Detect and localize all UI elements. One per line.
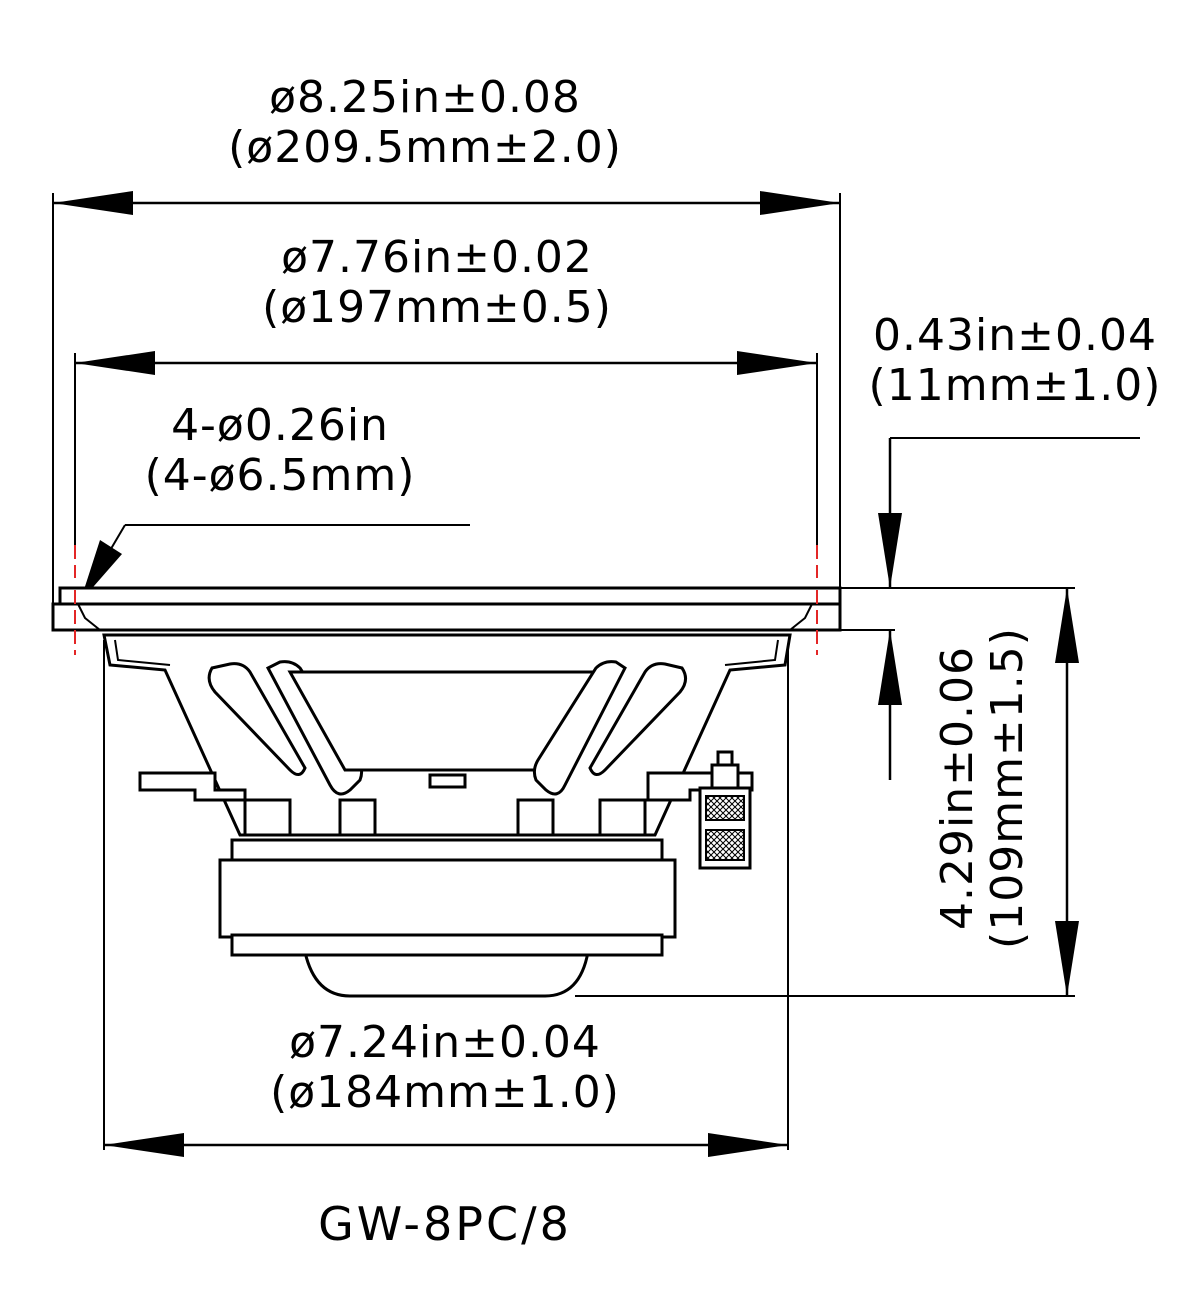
overall-diameter-dimension: ø8.25in±0.08 (ø209.5mm±2.0) [52, 72, 841, 630]
terminal-screw-head [716, 750, 734, 767]
flange-thickness-in: 0.43in±0.04 [873, 310, 1157, 361]
flange-thickness-dimension: 0.43in±0.04 (11mm±1.0) [840, 310, 1162, 780]
mounting-diameter-mm: (ø197mm±0.5) [262, 282, 612, 333]
arrow-left-icon [75, 351, 155, 375]
arrow-up-icon [1055, 588, 1079, 663]
basket-leg [243, 798, 292, 837]
basket-window [588, 662, 687, 776]
arrow-right-icon [708, 1133, 788, 1157]
speaker-side-view [51, 586, 842, 998]
overall-diameter-mm: (ø209.5mm±2.0) [228, 122, 622, 173]
arrow-up-icon [878, 630, 902, 705]
arrow-left-icon [53, 191, 133, 215]
hole-centerlines [74, 545, 818, 655]
center-tab [428, 773, 467, 789]
flange [51, 602, 842, 632]
basket-window [207, 662, 307, 776]
cutout-diameter-dimension: ø7.24in±0.04 (ø184mm±1.0) [103, 640, 789, 1157]
magnet [218, 858, 677, 939]
hole-size-mm: (4-ø6.5mm) [145, 450, 416, 501]
flange-top [58, 586, 842, 606]
arrow-right-icon [760, 191, 840, 215]
basket-window [532, 660, 627, 796]
basket-leg [598, 798, 647, 837]
basket-leg [338, 798, 377, 837]
mounting-bracket [138, 771, 247, 802]
terminal-screw [710, 763, 740, 790]
pole-cap [303, 950, 590, 998]
mounting-diameter-in: ø7.76in±0.02 [281, 232, 593, 283]
depth-mm: (109mm±1.5) [982, 627, 1033, 949]
hole-callout: 4-ø0.26in (4-ø6.5mm) [80, 400, 470, 602]
cutout-diameter-mm: (ø184mm±1.0) [270, 1067, 620, 1118]
overall-diameter-in: ø8.25in±0.08 [269, 72, 581, 123]
depth-dimension: 4.29in±0.06 (109mm±1.5) [575, 587, 1079, 997]
cutout-diameter-in: ø7.24in±0.04 [289, 1017, 601, 1068]
bottom-plate [230, 933, 664, 957]
arrow-down-icon [878, 513, 902, 588]
arrow-right-icon [737, 351, 817, 375]
arrow-down-icon [1055, 921, 1079, 996]
basket-leg [516, 798, 555, 837]
depth-in: 4.29in±0.06 [932, 646, 983, 930]
mounting-diameter-dimension: ø7.76in±0.02 (ø197mm±0.5) [74, 232, 818, 545]
model-label: GW-8PC/8 [318, 1197, 572, 1251]
flange-thickness-mm: (11mm±1.0) [869, 360, 1162, 411]
hole-size-in: 4-ø0.26in [171, 400, 389, 451]
arrow-left-icon [104, 1133, 184, 1157]
